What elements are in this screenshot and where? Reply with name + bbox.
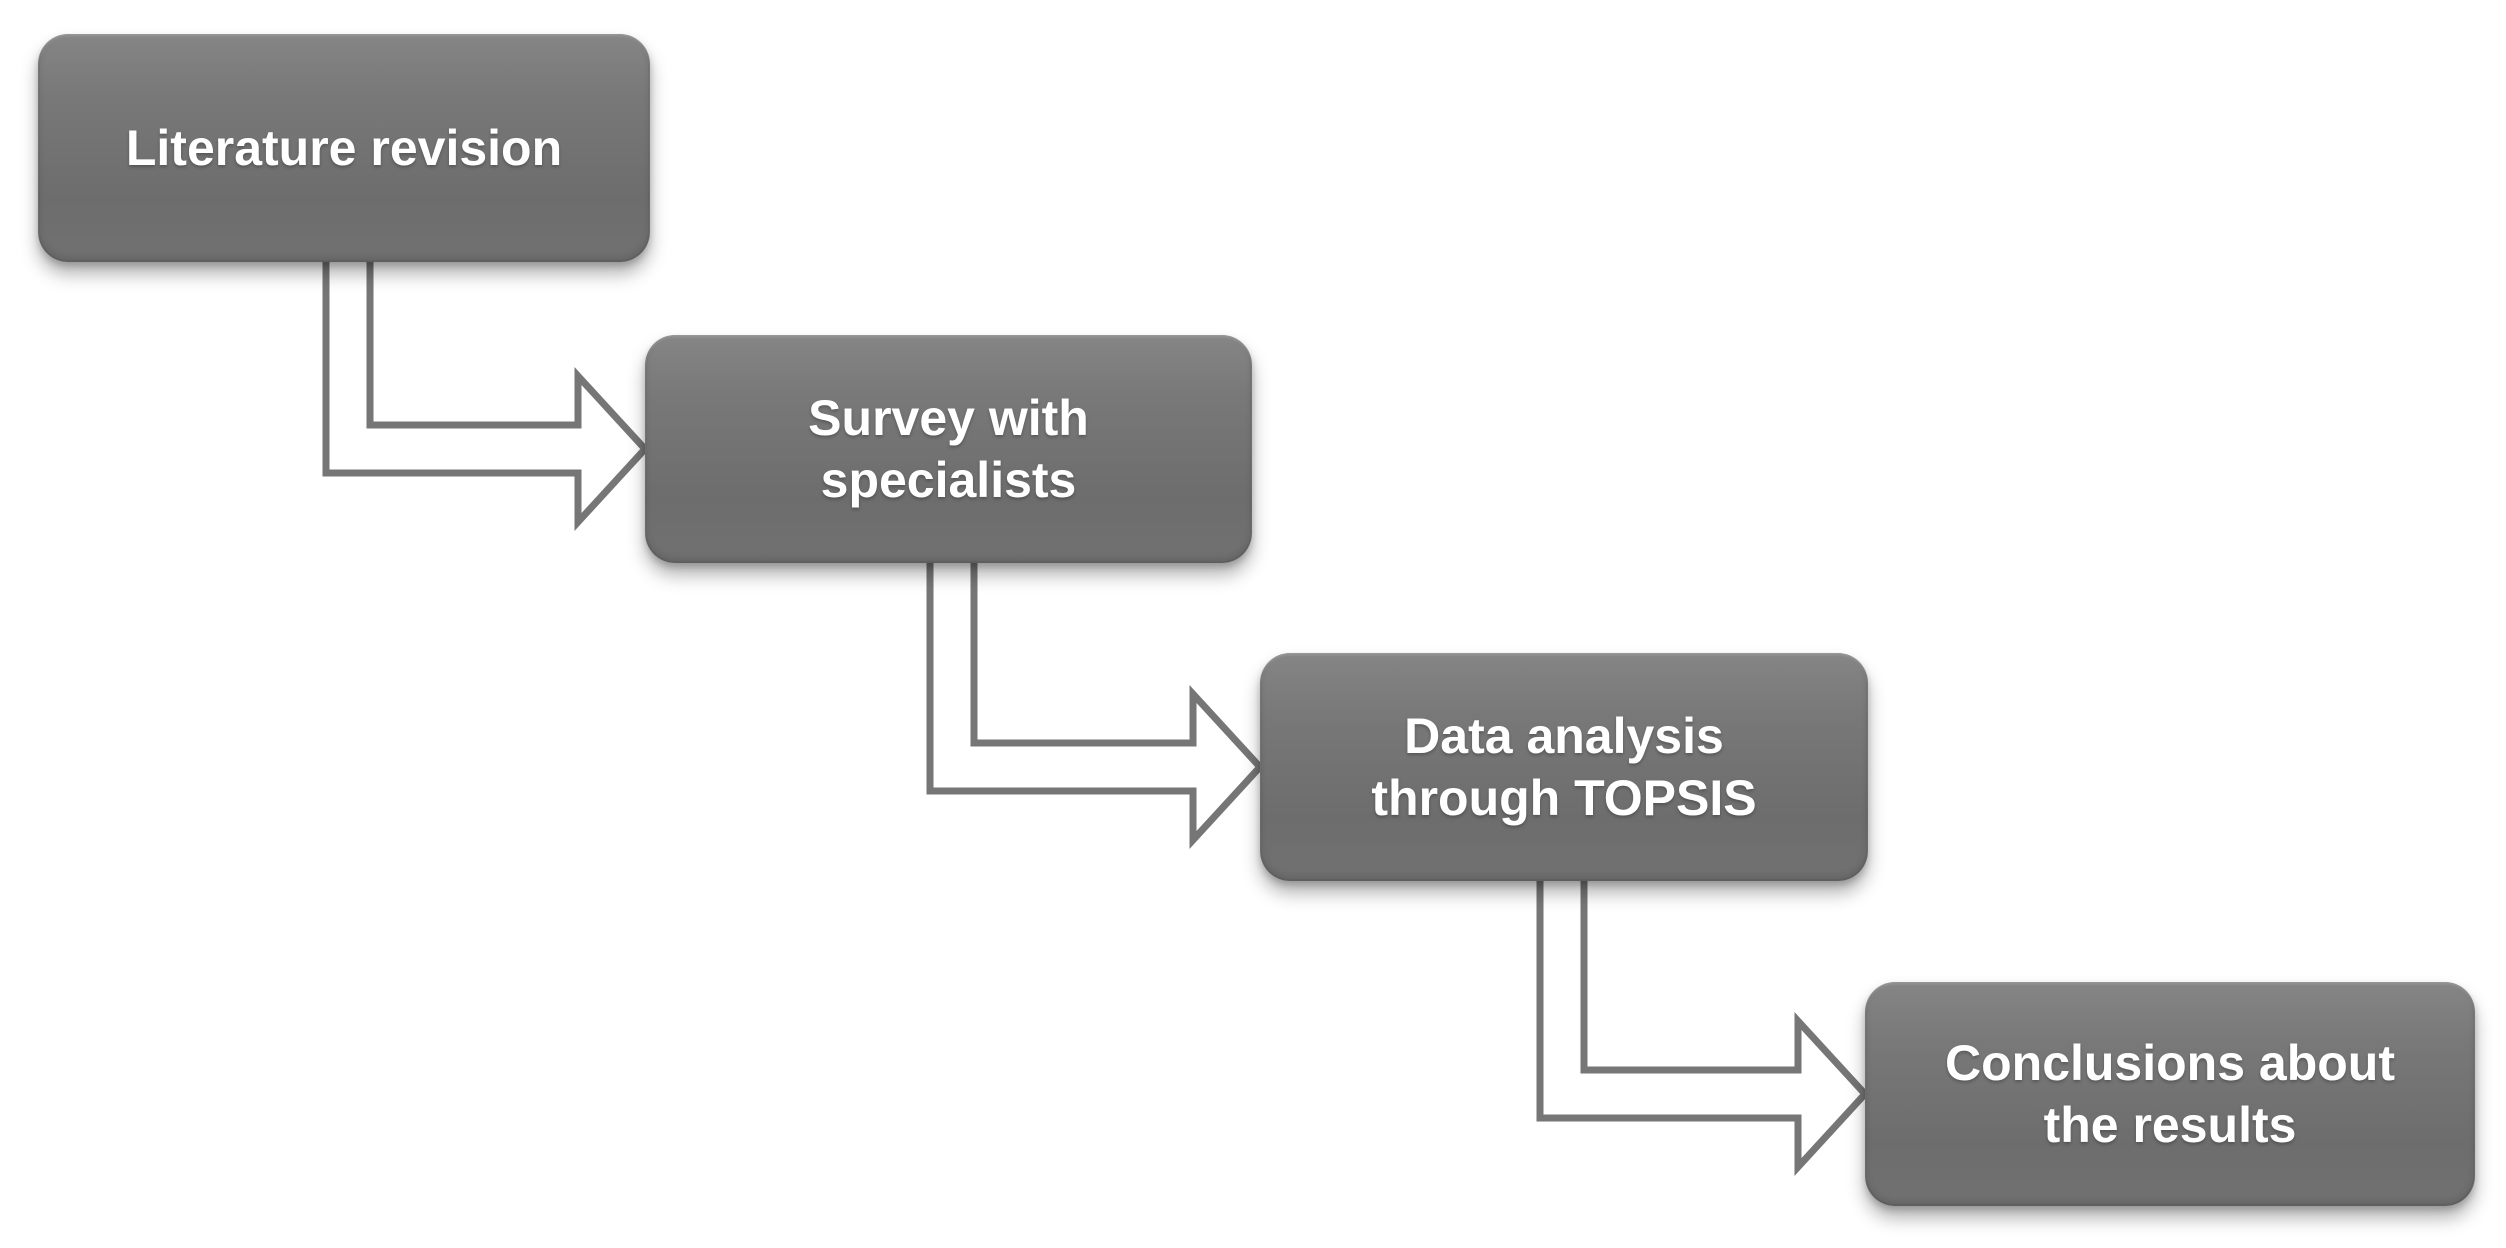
step-box-data-analysis-topsis: Data analysis through TOPSIS [1260, 653, 1868, 881]
step-box-literature-revision: Literature revision [38, 34, 650, 262]
elbow-arrow-icon-step3-to-step4 [1536, 871, 1870, 1176]
elbow-arrow-icon-step2-to-step3 [926, 553, 1265, 849]
step-label: Conclusions about the results [1945, 1034, 2395, 1154]
step-label: Data analysis through TOPSIS [1371, 707, 1757, 827]
step-label: Literature revision [125, 119, 563, 176]
elbow-arrow-icon-step1-to-step2 [322, 252, 650, 531]
step-box-survey-with-specialists: Survey with specialists [645, 335, 1252, 563]
step-box-conclusions: Conclusions about the results [1865, 982, 2475, 1206]
step-label: Survey with specialists [808, 389, 1089, 509]
